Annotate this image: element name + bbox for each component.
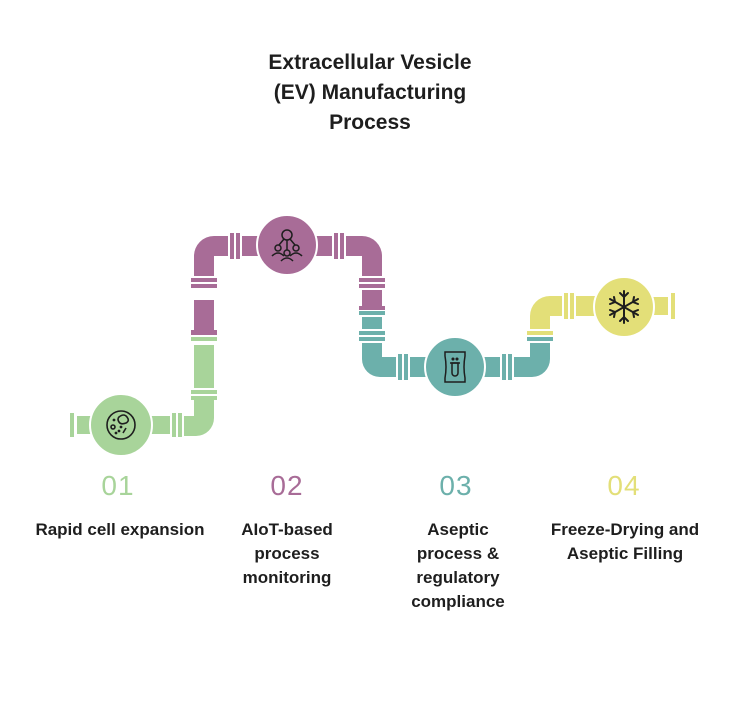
step-2-label: AIoT-based process monitoring	[241, 520, 333, 587]
step-1-number: 01	[101, 470, 135, 501]
network-people-icon	[271, 229, 303, 262]
page-title: Extracellular Vesicle (EV) Manufacturing…	[268, 51, 472, 134]
step-3-node	[424, 336, 486, 398]
pipe-segment-1	[70, 337, 217, 437]
step-3-number: 03	[439, 470, 473, 501]
pipe-segment-2	[191, 233, 385, 335]
step-2-node	[256, 214, 318, 276]
step-1-node	[89, 393, 153, 457]
snowflake-icon	[609, 290, 639, 324]
step-2-number: 02	[270, 470, 304, 501]
step-3-label: Aseptic process & regulatory compliance	[411, 520, 505, 611]
step-1-label: Rapid cell expansion	[35, 520, 205, 539]
petri-dish-icon	[106, 410, 136, 440]
step-4-label: Freeze-Drying and Aseptic Filling	[550, 520, 700, 563]
step-4-number: 04	[607, 470, 641, 501]
step-4-node	[593, 276, 655, 338]
test-tube-bag-icon	[444, 351, 466, 383]
